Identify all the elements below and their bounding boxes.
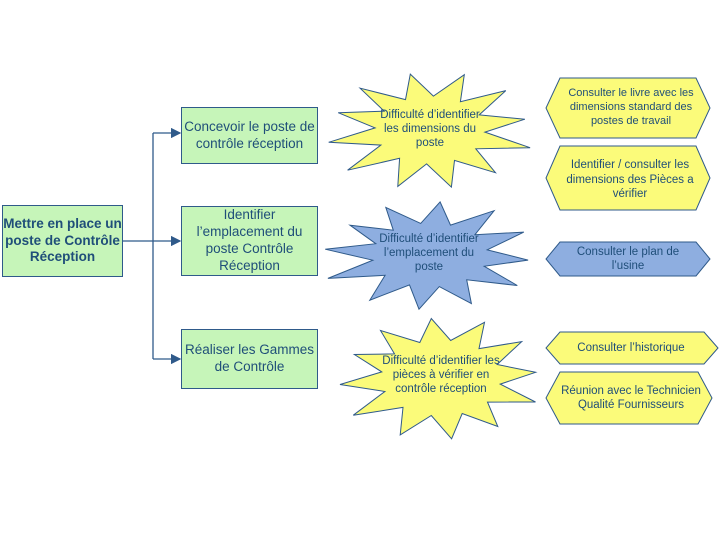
solution-label: Identifier / consulter les dimensions de… <box>566 159 694 201</box>
solution-hexagon <box>545 331 719 365</box>
difficulty-starburst <box>325 200 529 311</box>
difficulty-starburst <box>328 73 531 189</box>
solution-hexagon <box>545 371 713 425</box>
step-label: Concevoir le poste de contrôle réception <box>184 118 315 151</box>
solution-hexagon <box>545 77 711 139</box>
step-label: Réaliser les Gammes de Contrôle <box>184 342 315 374</box>
step-box-concevoir: Concevoir le poste de contrôle réception <box>181 107 318 164</box>
connectors <box>123 127 182 365</box>
step-label: Identifier l’emplacement du poste Contrô… <box>196 207 303 273</box>
difficulty-label: Difficulté d’identifier l’emplacement du… <box>379 233 479 273</box>
solution-hexagon <box>545 145 711 211</box>
step-box-identifier: Identifier l’emplacement du poste Contrô… <box>181 206 318 276</box>
difficulty-label: Difficulté d’identifier les pièces à vér… <box>382 355 500 395</box>
step-box-realiser: Réaliser les Gammes de Contrôle <box>181 329 318 389</box>
solution-label: Réunion avec le Technicien Qualité Fourn… <box>561 384 701 411</box>
root-label: Mettre en place un poste de Contrôle Réc… <box>3 215 122 265</box>
root-box: Mettre en place un poste de Contrôle Réc… <box>2 205 123 277</box>
solution-hexagon <box>545 241 711 277</box>
solution-label: Consulter le livre avec les dimensions s… <box>568 87 694 127</box>
difficulty-label: Difficulté d’identifier les dimensions d… <box>380 109 480 149</box>
difficulty-starburst <box>339 317 538 440</box>
solution-label: Consulter l’historique <box>577 341 685 354</box>
solution-label: Consulter le plan de l’usine <box>576 245 680 272</box>
